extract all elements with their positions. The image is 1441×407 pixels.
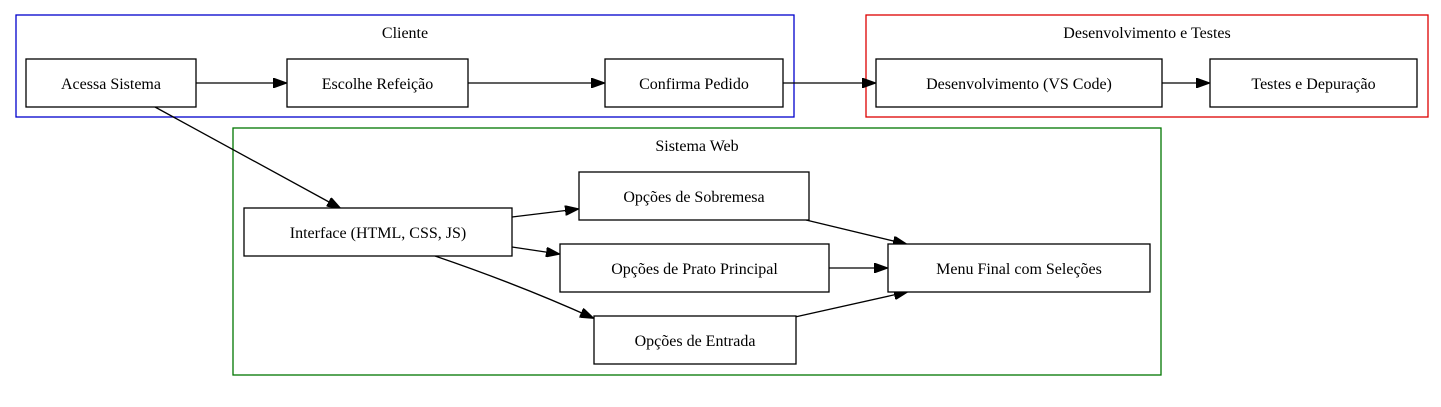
cluster-cliente: Cliente <box>15 14 795 118</box>
cluster-desenvolvimento-border <box>865 14 1429 118</box>
node-desenvolvimento-vscode: Desenvolvimento (VS Code) <box>875 58 1163 108</box>
node-box <box>604 58 784 108</box>
node-label: Opções de Entrada <box>635 333 756 350</box>
node-box <box>243 207 513 257</box>
edge-interface-to-sobremesa <box>511 209 578 218</box>
node-box <box>887 243 1151 293</box>
edge-acessa-to-interface <box>154 106 340 208</box>
node-opcoes-sobremesa: Opções de Sobremesa <box>578 171 810 221</box>
node-box <box>1209 58 1418 108</box>
edges <box>154 83 1209 318</box>
node-label: Interface (HTML, CSS, JS) <box>290 225 466 242</box>
node-label: Confirma Pedido <box>639 76 749 93</box>
cluster-desenvolvimento-label: Desenvolvimento e Testes <box>1063 25 1230 42</box>
node-label: Acessa Sistema <box>61 76 161 93</box>
node-testes-depuracao: Testes e Depuração <box>1209 58 1418 108</box>
node-label: Menu Final com Seleções <box>936 261 1102 278</box>
node-box <box>25 58 197 108</box>
cluster-sistema-web: Sistema Web <box>232 127 1162 376</box>
node-label: Testes e Depuração <box>1251 76 1375 93</box>
node-box <box>286 58 469 108</box>
node-box <box>559 243 830 293</box>
cluster-sistema-web-label: Sistema Web <box>655 138 738 155</box>
edge-interface-to-entrada <box>434 255 593 318</box>
node-opcoes-entrada: Opções de Entrada <box>593 315 797 365</box>
cluster-desenvolvimento: Desenvolvimento e Testes <box>865 14 1429 118</box>
node-escolhe-refeicao: Escolhe Refeição <box>286 58 469 108</box>
node-opcoes-prato-principal: Opções de Prato Principal <box>559 243 830 293</box>
edge-interface-to-prato <box>511 246 559 254</box>
node-acessa-sistema: Acessa Sistema <box>25 58 197 108</box>
node-box <box>578 171 810 221</box>
node-label: Opções de Prato Principal <box>611 261 778 278</box>
edge-sobremesa-to-menu <box>805 219 906 244</box>
cluster-sistema-web-border <box>232 127 1162 376</box>
node-interface: Interface (HTML, CSS, JS) <box>243 207 513 257</box>
cluster-cliente-border <box>15 14 795 118</box>
edge-entrada-to-menu <box>794 292 907 318</box>
cluster-cliente-label: Cliente <box>382 25 428 42</box>
node-menu-final: Menu Final com Seleções <box>887 243 1151 293</box>
node-label: Desenvolvimento (VS Code) <box>926 76 1112 93</box>
node-box <box>875 58 1163 108</box>
node-label: Opções de Sobremesa <box>623 189 764 206</box>
node-label: Escolhe Refeição <box>322 76 434 93</box>
node-box <box>593 315 797 365</box>
node-confirma-pedido: Confirma Pedido <box>604 58 784 108</box>
